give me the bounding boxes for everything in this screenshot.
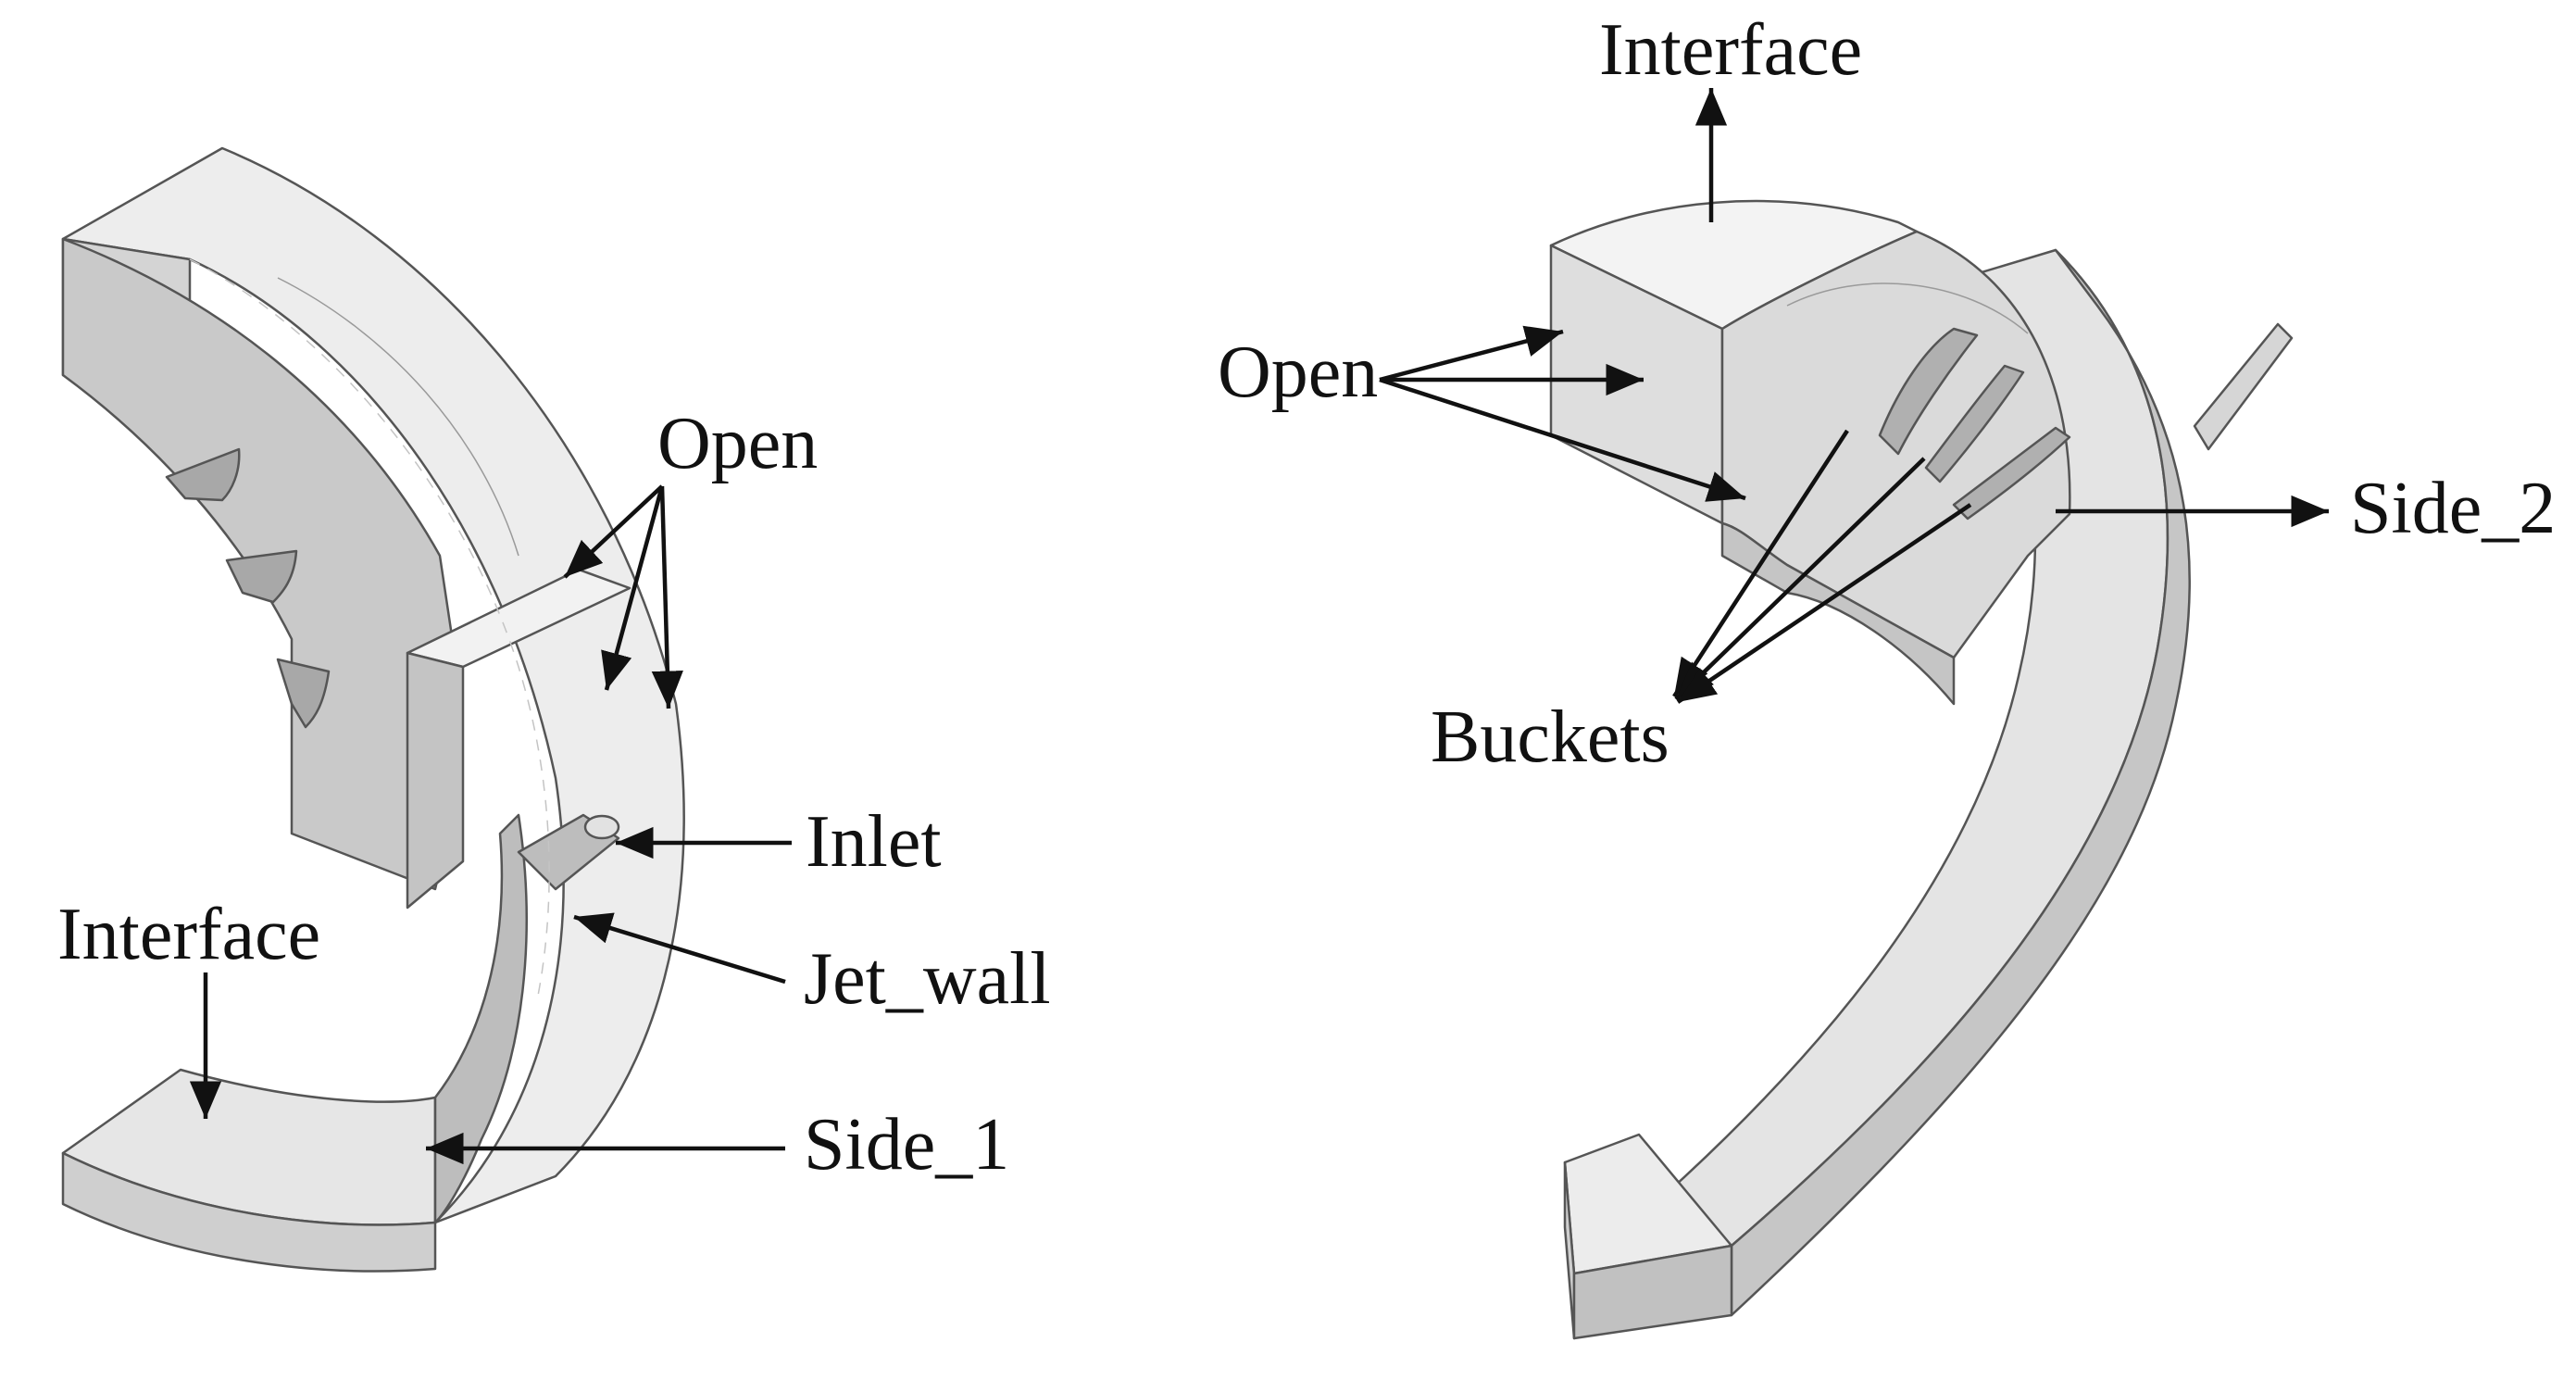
right-view: Interface Open Side_2 Buckets [1218,9,2556,1340]
left-open-label: Open [657,403,818,484]
right-bottom-end-side [1572,1244,1733,1340]
left-inlet-label: Inlet [806,801,942,883]
right-bucket-1 [1878,327,1979,456]
left-jet-block-front [406,651,465,910]
left-bottom-slab [61,1151,437,1273]
right-open-label: Open [1218,332,1378,413]
left-side-1-face [433,813,528,1224]
right-bucket-2 [1924,364,2025,483]
left-annotations: Open Inlet Jet_wall Interface Side_1 [57,403,1051,1186]
right-buckets-arrow-3 [1676,503,1972,704]
right-side-2-label: Side_2 [2350,468,2556,549]
right-domain-model [1549,199,2294,1340]
left-view: Open Inlet Jet_wall Interface Side_1 [57,146,1051,1273]
left-open-arrow-3 [651,485,683,709]
right-bucket-3 [1952,426,2071,521]
left-bucket-3 [276,658,331,729]
right-interface-label: Interface [1599,9,1862,91]
left-hidden-edge-1 [189,258,550,1001]
right-buckets-arrow-1 [1672,429,1849,698]
right-lower-block-face [1720,521,1956,706]
left-inlet-opening [583,814,620,840]
right-construction-arc [1786,282,2029,334]
left-jet-wall-arrow [573,912,786,985]
left-bucket-1 [165,447,241,502]
left-jet-wall-label: Jet_wall [804,938,1051,1020]
left-construction-arc [277,277,519,557]
right-open-arrow-1 [1379,325,1564,383]
left-bucket-2 [225,549,298,604]
left-side-1-label: Side_1 [804,1104,1009,1186]
right-annotations: Interface Open Side_2 Buckets [1218,9,2556,778]
left-domain-model [61,146,685,1273]
right-jet-arm [2193,322,2294,451]
left-open-arrow-1 [563,484,664,579]
right-buckets-arrow-2 [1674,457,1926,701]
right-buckets-label: Buckets [1431,696,1669,778]
left-outer-face [61,146,685,1224]
right-open-arrow-3 [1379,377,1746,502]
left-interface-label: Interface [57,894,320,975]
left-open-arrow-2 [601,485,665,691]
